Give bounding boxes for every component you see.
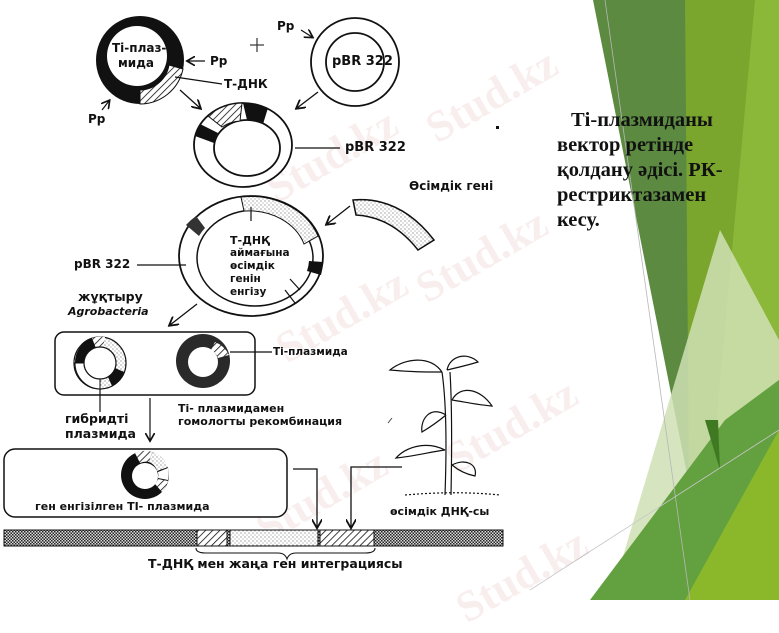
insert-text-1: Т-ДНҚ: [230, 234, 270, 247]
pbr322-large-label: pBR 322: [74, 257, 131, 271]
recombinant-plasmid-ring: [178, 195, 324, 317]
bullet-dot: [496, 126, 499, 129]
integration-label: Т-ДНҚ мен жаңа ген интеграциясы: [148, 556, 403, 571]
hybrid-plasmid-label-2: плазмида: [65, 426, 136, 441]
bg-thin-line-2: [529, 429, 779, 591]
caption-line-5: кесу.: [557, 209, 600, 231]
bg-thin-line: [604, 0, 691, 600]
slide-background: [529, 0, 779, 600]
ti-plasmid-diagram: [3, 16, 504, 561]
small-ti-plasmid: [176, 334, 230, 388]
plant-dna-label: өсімдік ДНҚ-сы: [390, 505, 490, 518]
bg-shape-bright-green: [685, 430, 779, 600]
recombination-label-1: Ті- плазмидамен: [178, 402, 285, 415]
pbr322-plasmid: [310, 17, 400, 107]
pp-label-right: Pp: [210, 54, 228, 68]
gene-inserted-ti-plasmid: [121, 450, 169, 499]
pp-bottom-arrow: [102, 101, 109, 111]
hybrid-plasmid-label-1: гибридті: [65, 411, 129, 426]
integration-brace: [195, 547, 376, 561]
caption-line-4: рестриктазамен: [557, 184, 707, 206]
caption-line-2: вектор ретінде: [557, 134, 694, 156]
recombination-label-2: гомологты рекомбинация: [178, 415, 343, 428]
bg-shape-dark-sliver: [705, 420, 720, 470]
gene-inserted-label: ген енгізілген ТІ- плазмида: [35, 500, 210, 513]
insert-text-2: аймағына: [230, 247, 290, 259]
plant-gene-label: Өсімдік гені: [409, 179, 494, 193]
ti-plasmid-label: Ті-плаз-: [112, 41, 167, 55]
ti-plasmid-ring: [96, 16, 184, 105]
insert-text-5: енгізу: [230, 286, 267, 298]
pp-label-bottom: Pp: [88, 112, 106, 126]
hybrid-plasmid-ring: [193, 102, 293, 188]
small-hybrid-plasmid: [73, 336, 127, 390]
integrated-dna-bar: [3, 529, 504, 547]
t-dnk-label: Т-ДНК: [224, 77, 268, 91]
agrobacteria-label: Agrobacteria: [68, 305, 149, 318]
pbr322-label: pBR 322: [332, 54, 393, 69]
slide-caption: Ті-плазмиданы вектор ретінде қолдану әді…: [557, 108, 772, 233]
pbr322-hybrid-label: pBR 322: [345, 140, 406, 155]
ti-plasmid-label-2: мида: [118, 56, 155, 70]
insert-text-4: генін: [230, 273, 261, 285]
plant-gene-fragment: [352, 198, 436, 251]
pp-label-top: Pp: [277, 19, 295, 33]
t-dnk-pointer: [174, 76, 223, 85]
ti-plasmid-small-label: Ті-плазмида: [273, 346, 348, 358]
plant-illustration: [388, 355, 501, 496]
insert-text-3: өсімдік: [230, 260, 275, 272]
caption-line-1: Ті-плазмиданы: [571, 109, 713, 131]
pp-top-arrow: [300, 30, 312, 37]
caption-line-3: қолдану әдісі. РК-: [557, 159, 723, 181]
infect-label: жұқтыру: [78, 289, 143, 304]
